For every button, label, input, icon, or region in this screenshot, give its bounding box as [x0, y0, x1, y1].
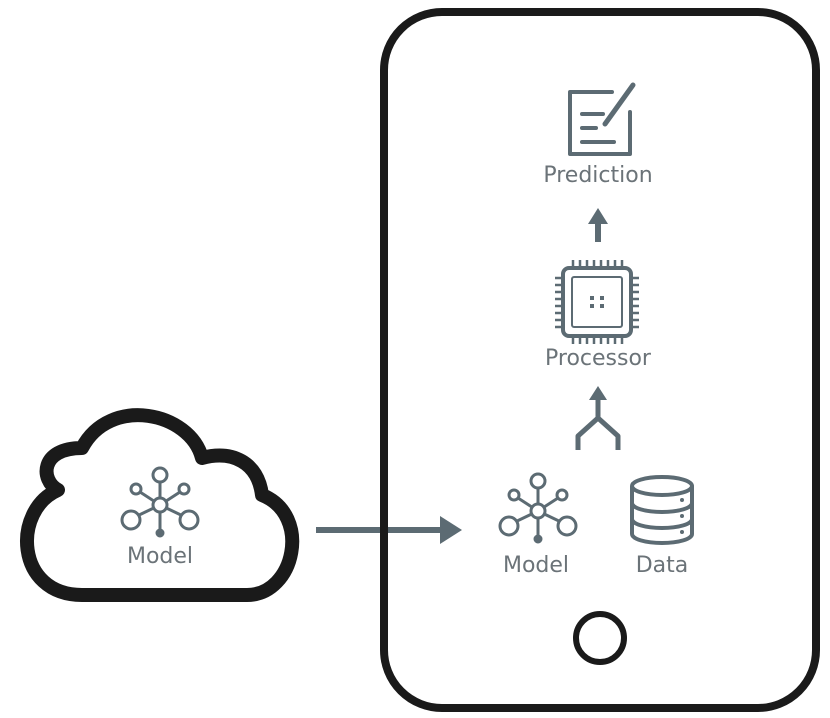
cloud-model-label: Model	[127, 544, 193, 569]
transfer-arrow	[316, 516, 462, 544]
device-model-label: Model	[503, 553, 569, 578]
network-hub-icon	[498, 472, 578, 544]
arrow-up-icon	[588, 208, 608, 242]
document-edit-icon	[568, 82, 636, 156]
database-icon	[630, 475, 694, 545]
mobile-device: Prediction	[380, 8, 820, 712]
home-button-icon	[573, 611, 627, 665]
prediction-label: Prediction	[543, 163, 652, 188]
network-hub-icon	[120, 466, 200, 538]
arrow-right-head	[440, 516, 462, 544]
cloud: Model	[20, 408, 300, 602]
merge-arrow-icon	[575, 386, 621, 450]
processor-label: Processor	[545, 346, 652, 371]
data-label: Data	[636, 553, 689, 578]
cloud-shape	[20, 408, 300, 602]
cpu-chip-icon	[555, 260, 639, 344]
device-frame	[380, 8, 820, 712]
